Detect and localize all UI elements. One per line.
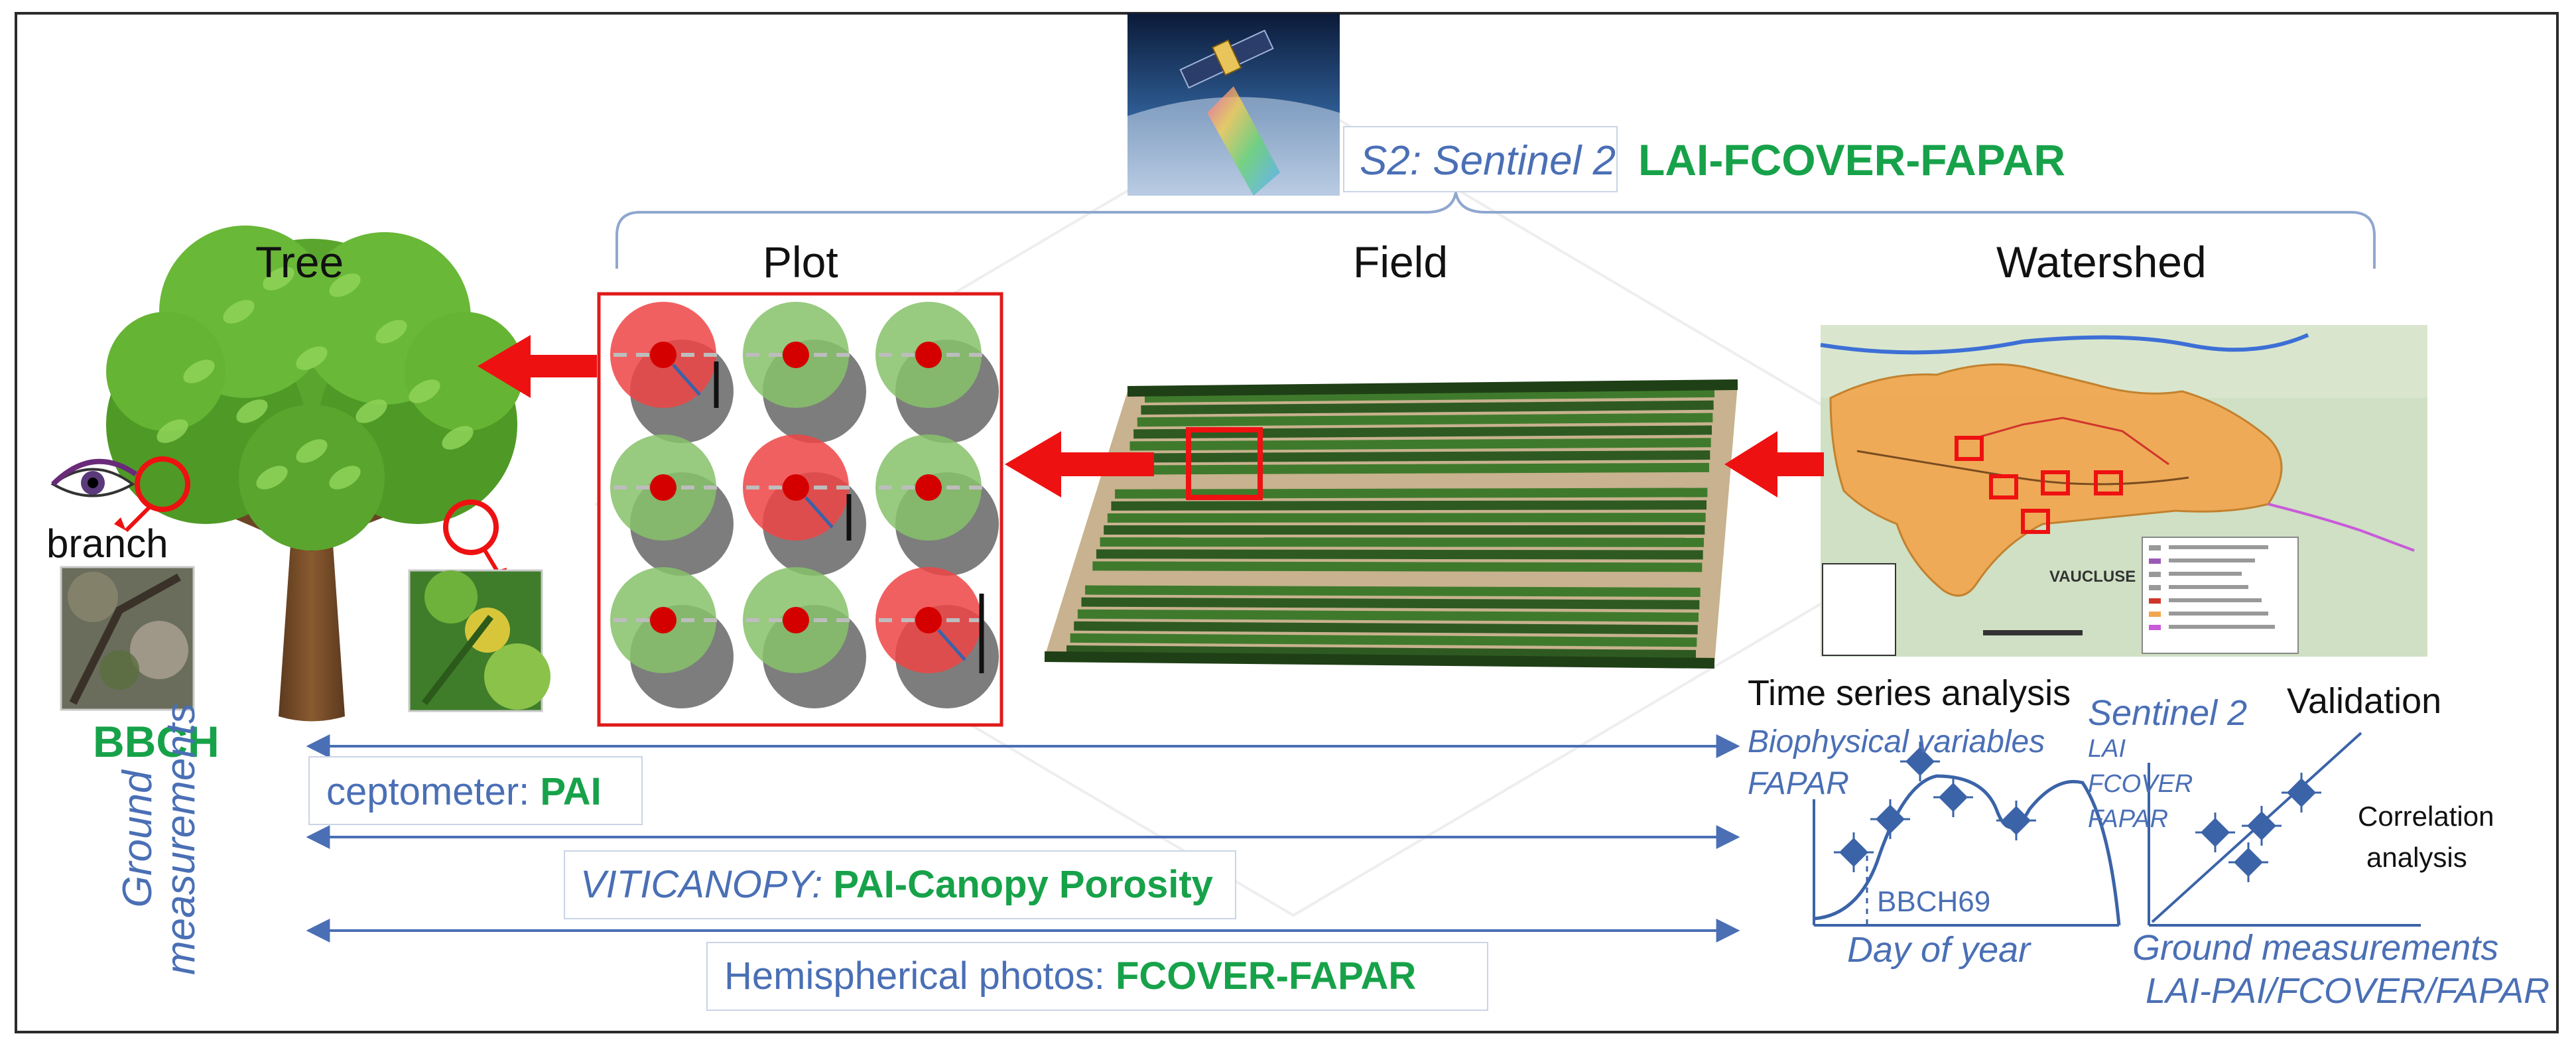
validation-xlabel-line1: Ground measurements [2132,928,2499,968]
measurement-marker [2195,813,2235,852]
plot-sample-point [743,302,866,443]
validation-chart [2148,732,2421,927]
validation-title: Validation [2287,681,2442,721]
watershed-area [1829,363,2283,597]
ceptometer-box [308,756,643,825]
eye-icon [50,458,138,497]
plot-sample-point [875,434,999,576]
ground-measurements-axis-label: Ground measurements [115,702,204,975]
hemispherical-instrument: Hemispherical photos: [724,954,1116,998]
validation-note-line1: Correlation [2358,801,2494,832]
hemispherical-label: Hemispherical photos: FCOVER-FAPAR [724,957,1416,996]
scale-label-plot: Plot [763,237,838,287]
plot-sample-point [875,567,999,708]
map-legend [2142,537,2299,654]
map-region-label: VAUCLUSE [2049,568,2136,586]
measurement-marker [1933,777,1973,817]
ceptometer-instrument: ceptometer: [326,770,541,813]
viticanopy-label: VITICANOPY: PAI-Canopy Porosity [580,866,1213,904]
scale-label-watershed: Watershed [1996,237,2207,287]
satellite-label-box [1343,126,1618,192]
branch-label: branch [46,521,168,566]
scale-brace [615,192,2376,269]
viticanopy-box [564,850,1236,919]
timeseries-variables: Biophysical variables [1748,724,2045,759]
tree-leaf-highlights [157,267,474,490]
branch-pointer-arrow [124,505,151,533]
validation-xlabel-line2: LAI-PAI/FCOVER/FAPAR [2146,971,2550,1011]
satellite-image [1127,13,1340,196]
timeseries-xlabel: Day of year [1847,930,2031,970]
ground-measurement-arrows [306,734,1740,943]
timeseries-fapar: FAPAR [1748,766,1849,801]
satellite-label: S2: Sentinel 2 [1360,138,1616,184]
measurement-marker [2228,842,2268,882]
field-aerial-image [1044,379,1738,669]
watershed-map [1820,325,2427,657]
timeseries-title: Time series analysis [1748,673,2071,713]
bbch-label: BBCH [93,717,220,766]
plot-sample-point [610,434,734,576]
timeseries-chart [1813,742,2121,927]
validation-var-fcover: FCOVER [2088,770,2193,798]
hemispherical-variable: FCOVER-FAPAR [1115,954,1417,998]
branch-highlight-circle [135,456,190,512]
hemispherical-box [706,942,1488,1011]
tree-illustration [106,226,524,722]
plot-sample-point [610,567,734,708]
ceptometer-label: ceptometer: PAI [326,773,602,811]
validation-var-fapar: FAPAR [2088,805,2169,833]
plot-sample-point [743,434,866,576]
satellite-products: LAI-FCOVER-FAPAR [1638,135,2066,184]
measurement-marker [1870,799,1910,839]
measurement-marker [1834,832,1874,872]
measurement-marker [2242,806,2282,846]
viticanopy-variable: PAI-Canopy Porosity [833,863,1213,906]
validation-sentinel: Sentinel 2 [2088,693,2248,733]
ceptometer-variable: PAI [540,770,602,813]
plot-sample-point [743,567,866,708]
timeseries-bbch69-label: BBCH69 [1877,885,1991,918]
fruit-photo [408,569,550,712]
measurement-marker [1996,801,2036,840]
viticanopy-instrument: VITICANOPY: [580,863,834,906]
scale-arrows [478,335,1824,497]
branch-photo [60,566,195,711]
fruit-highlight-circle [443,499,499,555]
scale-label-tree: Tree [255,237,344,287]
measurement-marker [2282,773,2321,813]
validation-note-line2: analysis [2366,842,2467,873]
measurement-marker [1900,742,1940,781]
plot-sample-point [875,302,999,443]
scale-label-field: Field [1353,237,1449,287]
validation-var-lai: LAI [2088,735,2126,763]
plot-sample-point [610,302,734,443]
